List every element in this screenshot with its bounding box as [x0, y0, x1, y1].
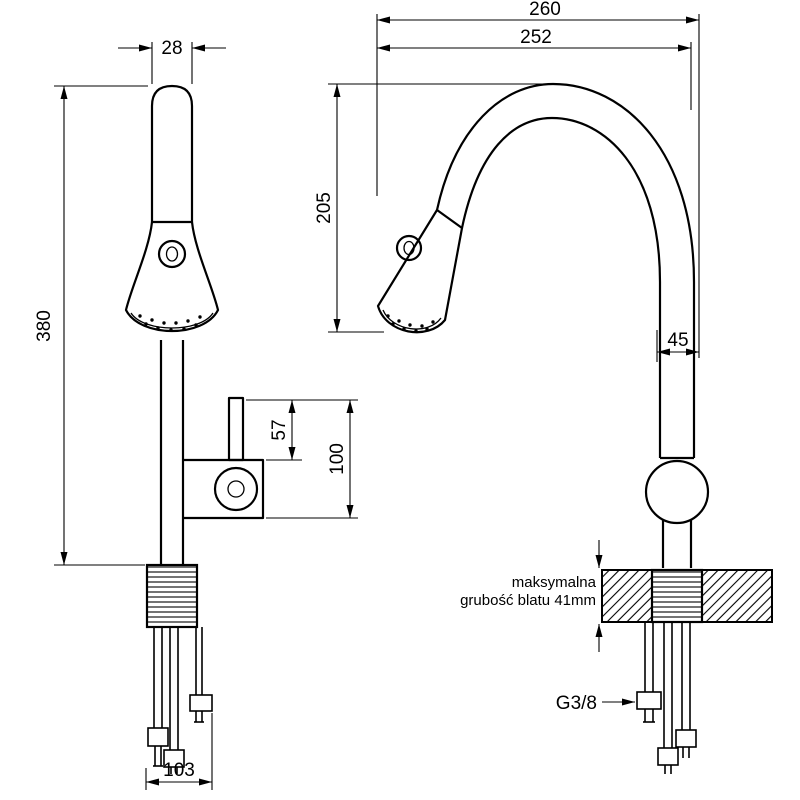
side-aerator-rim	[382, 309, 442, 330]
ball-joint	[644, 459, 710, 525]
mounting-nut	[189, 694, 213, 712]
hose-fitting	[675, 729, 697, 748]
front-mounting-hardware	[147, 627, 213, 774]
dim-label-body-depth: 45	[667, 330, 688, 351]
dim-spout-width: 28	[118, 38, 226, 84]
thread-size-label: G3/8	[556, 693, 635, 714]
handle-joint-center	[227, 480, 245, 498]
dim-label-spout-width: 28	[161, 38, 182, 59]
front-shank	[145, 563, 199, 629]
handle-lever	[227, 396, 245, 462]
side-threaded-shank	[650, 568, 704, 624]
side-spray-button	[395, 234, 423, 262]
dim-spout-height: 205	[314, 83, 552, 333]
counter-note-line1: maksymalna	[512, 574, 597, 591]
front-neck-pipe	[159, 340, 185, 565]
hose-fitting	[147, 727, 169, 747]
spray-button	[157, 239, 187, 269]
g38-nut	[636, 691, 662, 710]
threaded-shank	[145, 563, 199, 629]
dim-label-spout-reach: 252	[520, 27, 552, 48]
hose-fitting	[657, 747, 679, 766]
side-spray-button-center	[403, 240, 415, 256]
spout-head-outline	[150, 84, 194, 224]
thread-size-text: G3/8	[556, 693, 597, 714]
counter-note-line2: grubość blatu 41mm	[460, 592, 596, 609]
dim-total-height: 380	[34, 85, 148, 566]
side-spout-curve	[435, 82, 696, 458]
handle-joint	[213, 466, 259, 512]
dim-body-depth: 45	[656, 330, 699, 362]
dim-label-handle-height: 57	[269, 419, 290, 440]
side-aerator-dots	[386, 314, 435, 333]
dim-body-height: 100	[266, 400, 358, 519]
dim-label-total-height: 380	[34, 310, 55, 342]
front-handle	[183, 396, 265, 520]
side-view: maksymalna grubość blatu 41mm G3/8 260	[314, 0, 773, 774]
spout-inner-curve	[460, 116, 662, 458]
hose-fitting	[163, 749, 185, 768]
dim-spout-reach: 252	[377, 27, 692, 110]
side-mounting-hardware	[636, 622, 697, 774]
side-countertop: maksymalna grubość blatu 41mm	[460, 540, 773, 652]
dim-handle-height: 57	[246, 399, 358, 461]
aerator-dots	[138, 314, 202, 332]
front-view: 28 380 57 100 103	[34, 38, 358, 790]
side-spray-head	[376, 208, 464, 334]
dim-base-span: 103	[145, 713, 213, 790]
handle-body-block	[183, 458, 265, 520]
dim-label-body-height: 100	[327, 443, 348, 475]
dim-label-base-span: 103	[163, 760, 195, 781]
dim-overall-depth: 260	[376, 0, 700, 358]
spray-button-center	[165, 246, 179, 262]
spout-outer-curve	[435, 82, 696, 458]
front-spray-head	[124, 84, 220, 333]
side-body	[644, 456, 710, 570]
dim-label-overall-depth: 260	[529, 0, 561, 20]
side-spray-cone-outline	[376, 208, 464, 334]
aerator-rim	[130, 312, 214, 329]
dim-label-spout-height: 205	[314, 192, 335, 224]
